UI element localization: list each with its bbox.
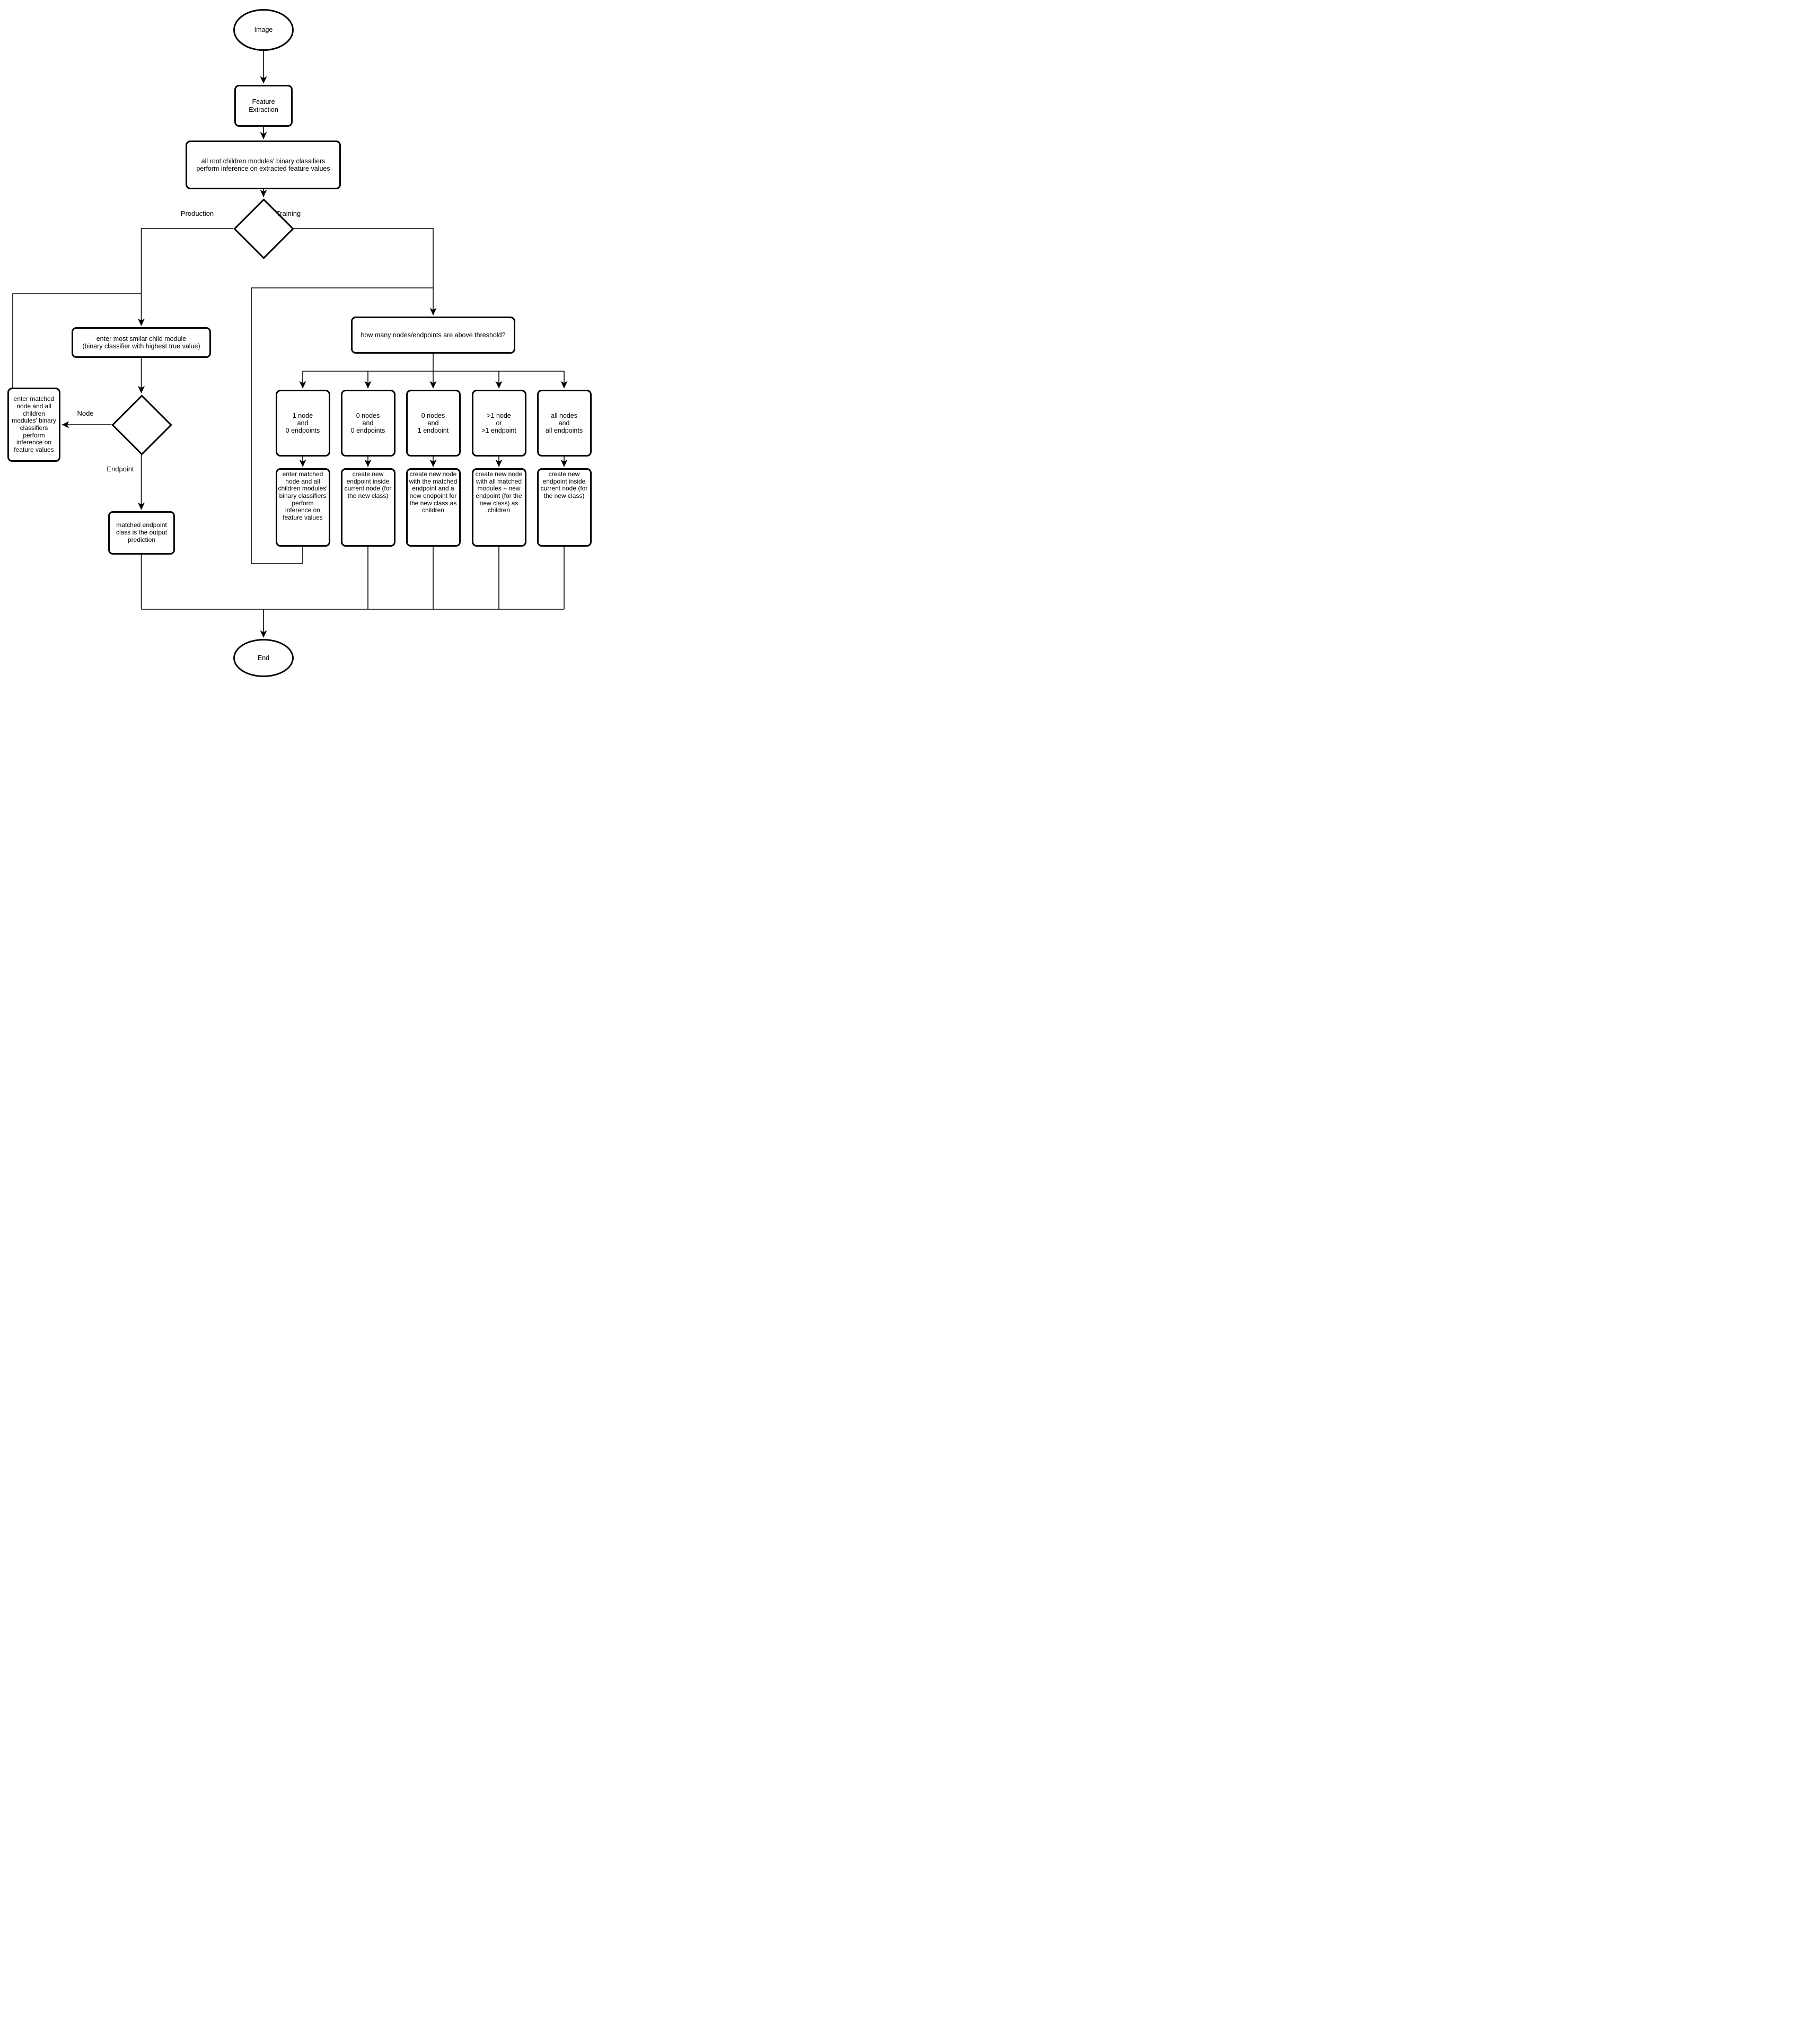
case-condition-box: 0 nodes and 1 endpoint xyxy=(406,390,461,457)
threshold-question-label: how many nodes/endpoints are above thres… xyxy=(361,331,506,339)
case-condition-box: 1 node and 0 endpoints xyxy=(275,390,330,457)
case-action-label: create new endpoint inside current node … xyxy=(540,470,588,500)
case-action-label: create new node with all matched modules… xyxy=(475,470,523,514)
node-edge-label: Node xyxy=(77,409,94,417)
start-terminator: Image xyxy=(233,9,294,51)
threshold-question-step: how many nodes/endpoints are above thres… xyxy=(351,317,515,354)
case-condition-box: >1 node or >1 endpoint xyxy=(471,390,526,457)
case-condition-box: 0 nodes and 0 endpoints xyxy=(340,390,395,457)
flowchart-canvas: Image Feature Extraction all root childr… xyxy=(0,0,598,681)
case-action-label: create new node with the matched endpoin… xyxy=(409,470,458,514)
node-enter-inference-label: enter matched node and all children modu… xyxy=(12,395,56,454)
feature-extraction-label: Feature Extraction xyxy=(249,98,278,113)
training-edge-label: Training xyxy=(276,209,301,217)
start-label: Image xyxy=(254,26,273,34)
enter-most-similar-label: enter most smilar child module (binary c… xyxy=(82,335,200,350)
flow-connectors-svg xyxy=(12,51,568,638)
endpoint-output-label: matched endpoint class is the output pre… xyxy=(116,521,168,543)
end-label: End xyxy=(257,654,270,662)
case-action-label: enter matched node and all children modu… xyxy=(278,470,328,522)
endpoint-output-step: matched endpoint class is the output pre… xyxy=(108,511,175,555)
feature-extraction-step: Feature Extraction xyxy=(234,85,293,127)
enter-most-similar-step: enter most smilar child module (binary c… xyxy=(72,327,211,358)
case-action-box: create new endpoint inside current node … xyxy=(340,468,395,547)
root-inference-step: all root children modules' binary classi… xyxy=(186,141,341,189)
case-condition-box: all nodes and all endpoints xyxy=(537,390,592,457)
case-action-box: create new node with all matched modules… xyxy=(471,468,526,547)
case-action-box: enter matched node and all children modu… xyxy=(275,468,330,547)
case-condition-label: >1 node or >1 endpoint xyxy=(481,411,516,435)
production-edge-label: Production xyxy=(180,209,214,217)
case-condition-label: 0 nodes and 0 endpoints xyxy=(350,411,385,435)
case-action-label: create new endpoint inside current node … xyxy=(344,470,392,500)
end-terminator: End xyxy=(233,639,294,677)
case-action-box: create new node with the matched endpoin… xyxy=(406,468,461,547)
node-enter-inference-step: enter matched node and all children modu… xyxy=(7,388,60,462)
case-action-box: create new endpoint inside current node … xyxy=(537,468,592,547)
case-condition-label: 0 nodes and 1 endpoint xyxy=(417,411,449,435)
root-inference-label: all root children modules' binary classi… xyxy=(196,157,330,172)
case-condition-label: all nodes and all endpoints xyxy=(545,411,583,435)
case-condition-label: 1 node and 0 endpoints xyxy=(285,411,320,435)
endpoint-edge-label: Endpoint xyxy=(107,465,134,473)
